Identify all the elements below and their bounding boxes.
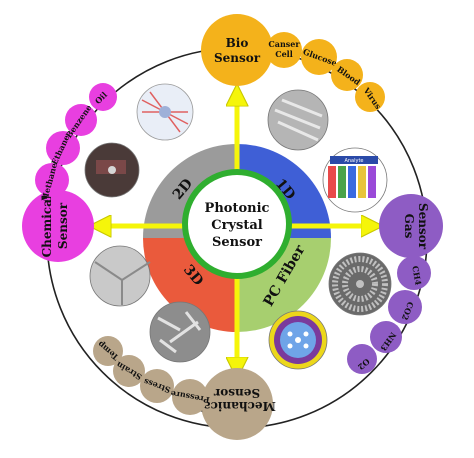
gas-sensor-line2: Sensor [416, 203, 430, 250]
photo-1d-analyte: Analyte [322, 147, 388, 213]
chemical-sensor-group: Chemical Sensor Methane Ethane Benzene O… [22, 83, 117, 262]
photo-pcf-crosssection [328, 252, 392, 316]
bio-item-canser: Canser [268, 39, 300, 49]
mechanical-sensor-group: Mechanical Sensor Temp Strain Stress Pre… [93, 336, 276, 440]
center-label-line3: Sensor [212, 235, 262, 250]
center-circle [182, 169, 292, 279]
gas-sensor-line1: Gas [402, 214, 416, 239]
chemical-sensor-line2: Sensor [56, 202, 70, 249]
gas-sensor-circle [379, 194, 443, 258]
gas-sensor-group: Gas Sensor CH4 CO2 NH3 O2 [347, 194, 443, 374]
bio-sensor-line2: Sensor [214, 51, 261, 65]
mechanical-sensor-line2: Sensor [213, 386, 260, 400]
photo-2d-lattice [136, 83, 194, 141]
bio-sensor-circle [201, 14, 273, 86]
bio-sensor-group: Bio Sensor Canser Cell Glucose Blood Vir… [201, 14, 385, 112]
center-label-line2: Crystal [211, 218, 262, 233]
chemical-sensor-circle [22, 190, 94, 262]
photo-1d-rods [267, 89, 329, 151]
center-label-line1: Photonic [205, 201, 270, 216]
photo-3d-opal [89, 245, 151, 307]
gas-item-ch4: CH4 [410, 265, 423, 286]
bio-item-cell: Cell [275, 49, 293, 59]
mechanical-sensor-line1: Mechanical [198, 399, 276, 413]
mechanical-sensor-circle [201, 368, 273, 440]
chemical-sensor-line1: Chemical [40, 194, 54, 257]
photo-2d-hex [84, 142, 140, 198]
photo-pcf-design [268, 310, 328, 370]
photo-3d-rods [149, 301, 211, 363]
bio-sensor-line1: Bio [226, 36, 249, 50]
analyte-label: Analyte [344, 158, 363, 164]
